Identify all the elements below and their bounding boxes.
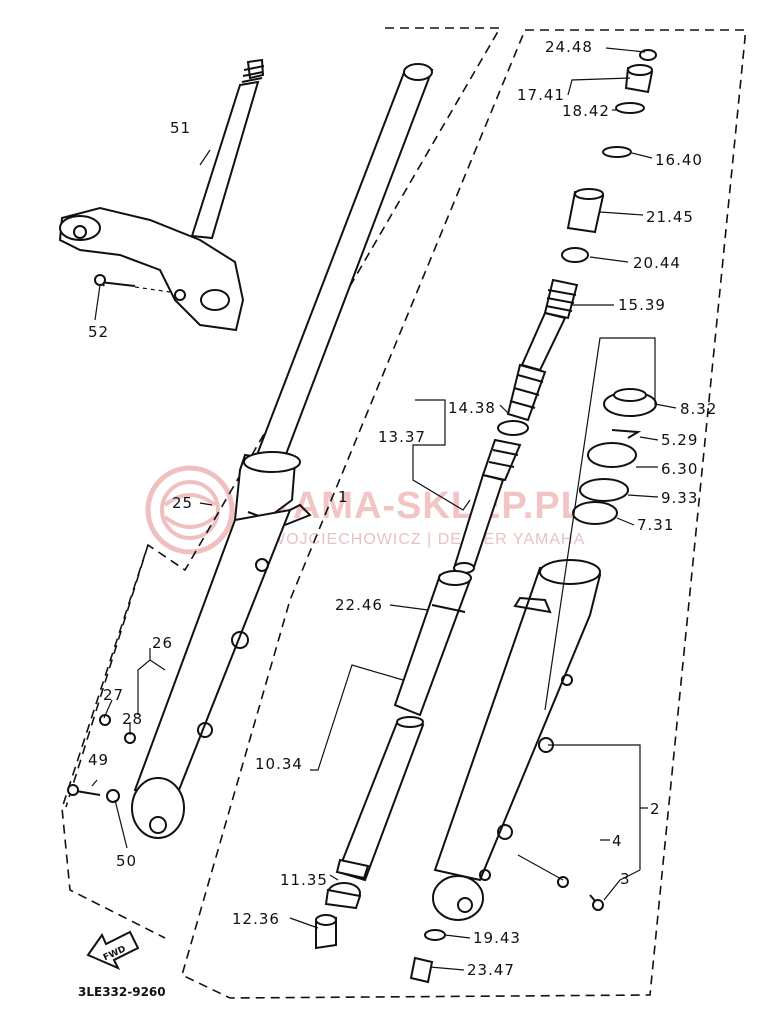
right-outer-tube — [409, 559, 604, 984]
label-51: 51 — [170, 119, 191, 137]
label-2: 2 — [650, 800, 661, 818]
label-21-45: 21.45 — [646, 208, 694, 226]
label-1: 1 — [338, 488, 349, 506]
label-9-33: 9.33 — [661, 489, 698, 507]
watermark: YAMA-SKLEP.PL WOJCIECHOWICZ | DEALER YAM… — [145, 465, 585, 555]
label-27: 27 — [103, 686, 124, 704]
label-26: 26 — [152, 634, 173, 652]
label-24-48: 24.48 — [545, 38, 593, 56]
label-50: 50 — [116, 852, 137, 870]
steering-stem-assembly — [58, 58, 265, 332]
label-12-36: 12.36 — [232, 910, 280, 928]
label-7-31: 7.31 — [637, 516, 674, 534]
label-6-30: 6.30 — [661, 460, 698, 478]
label-14-38: 14.38 — [448, 399, 496, 417]
label-13-37: 13.37 — [378, 428, 426, 446]
label-52: 52 — [88, 323, 109, 341]
damper-components — [315, 278, 579, 950]
dashed-groupings — [61, 27, 746, 999]
label-4: 4 — [612, 832, 623, 850]
label-49: 49 — [88, 751, 109, 769]
label-19-43: 19.43 — [473, 929, 521, 947]
label-16-40: 16.40 — [655, 151, 703, 169]
label-23-47: 23.47 — [467, 961, 515, 979]
fwd-arrow-icon — [86, 930, 140, 971]
label-18-42: 18.42 — [562, 102, 610, 120]
label-3: 3 — [620, 870, 631, 888]
left-fork-assembly — [67, 63, 434, 839]
label-20-44: 20.44 — [633, 254, 681, 272]
label-5-29: 5.29 — [661, 431, 698, 449]
watermark-subtitle: WOJCIECHOWICZ | DEALER YAMAHA — [270, 531, 585, 548]
label-25: 25 — [172, 494, 193, 512]
label-10-34: 10.34 — [255, 755, 303, 773]
diagram-code: 3LE332-9260 — [78, 985, 166, 999]
label-15-39: 15.39 — [618, 296, 666, 314]
right-top-parts — [561, 49, 657, 525]
label-22-46: 22.46 — [335, 596, 383, 614]
label-11-35: 11.35 — [280, 871, 328, 889]
watermark-brand: YAMA-SKLEP.PL — [270, 485, 585, 527]
watermark-logo-icon — [145, 465, 235, 555]
part-labels: 24.48 17.41 18.42 16.40 21.45 20.44 15.3… — [88, 38, 717, 979]
leader-lines — [91, 47, 677, 971]
fwd-arrow: FWD — [86, 930, 140, 971]
label-17-41: 17.41 — [517, 86, 565, 104]
label-8-32: 8.32 — [680, 400, 717, 418]
label-28: 28 — [122, 710, 143, 728]
